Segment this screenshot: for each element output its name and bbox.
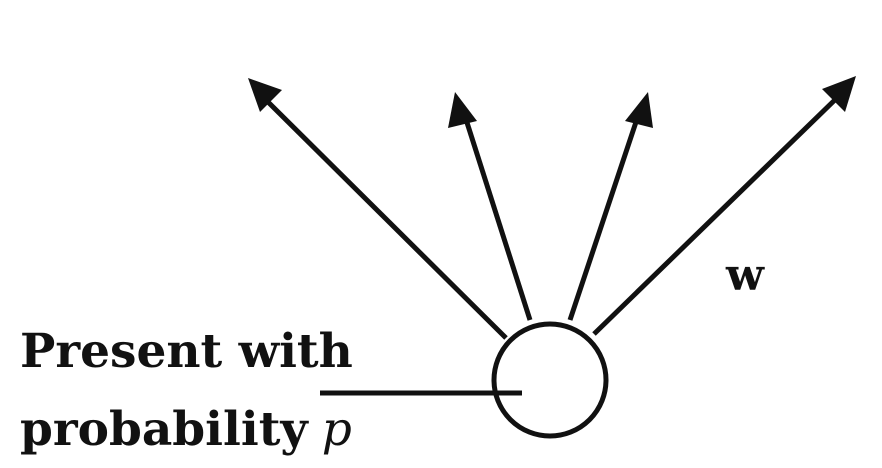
arrow-far-right — [592, 91, 844, 336]
presence-label-line1: Present with — [20, 324, 353, 379]
arrow-far-left — [260, 94, 508, 340]
probability-variable: p — [321, 402, 352, 457]
arrowheads — [248, 76, 856, 128]
arrowhead-far-right — [822, 76, 856, 112]
arrowhead-far-left — [248, 78, 282, 112]
arrow-mid-right — [567, 109, 643, 321]
outgoing-arrows — [260, 91, 844, 340]
weight-label: w — [726, 250, 764, 301]
arrow-mid-left — [460, 109, 533, 321]
presence-label-line2-text: probability — [20, 402, 308, 457]
unit-circle — [491, 321, 609, 439]
arrowhead-mid-left — [448, 92, 477, 128]
arrowhead-mid-right — [625, 92, 653, 128]
